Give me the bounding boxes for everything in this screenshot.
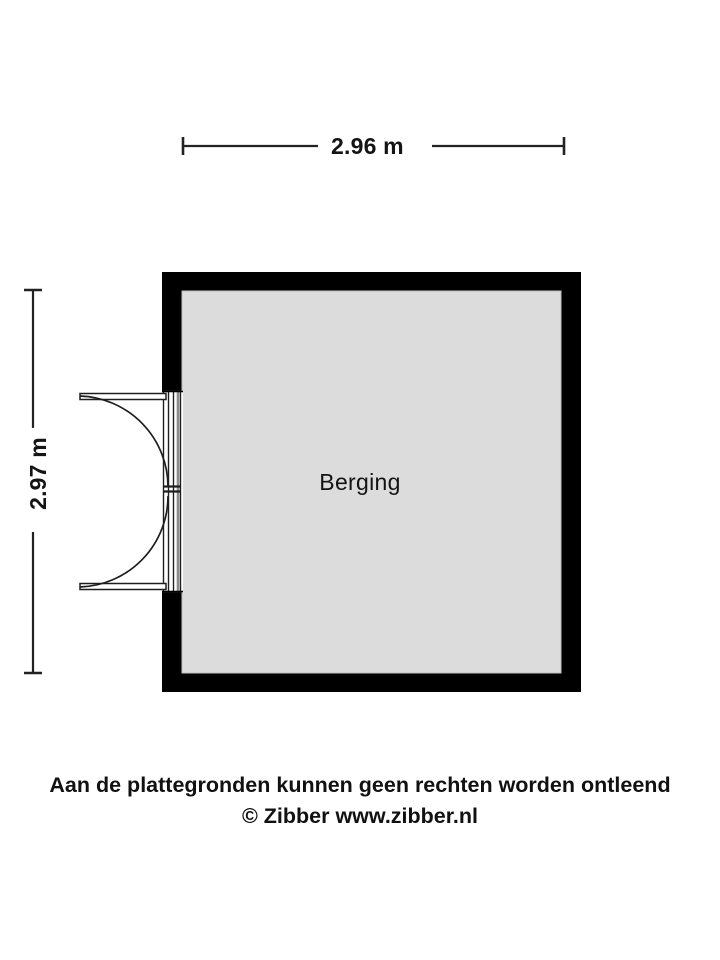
room-floor-berging	[182, 291, 561, 673]
dimension-line-left	[24, 288, 42, 675]
room-label-berging: Berging	[319, 469, 401, 495]
double-door-left-wall	[79, 390, 183, 593]
footer-line-disclaimer: Aan de plattegronden kunnen geen rechten…	[49, 773, 671, 797]
door-panel-upper	[79, 392, 167, 401]
footer-disclaimer: Aan de plattegronden kunnen geen rechten…	[0, 770, 720, 832]
dimension-line-top	[181, 137, 566, 155]
room-berging-shell	[162, 272, 581, 692]
door-swing-arc-lower	[79, 495, 169, 588]
door-leaf-upper	[79, 392, 181, 488]
door-leaf-lower	[79, 490, 181, 591]
footer-line-copyright: © Zibber www.zibber.nl	[241, 804, 479, 828]
door-panel-lower	[79, 582, 167, 591]
door-swing-arc-upper	[79, 395, 169, 488]
dimension-label-top: 2.96 m	[322, 133, 413, 160]
